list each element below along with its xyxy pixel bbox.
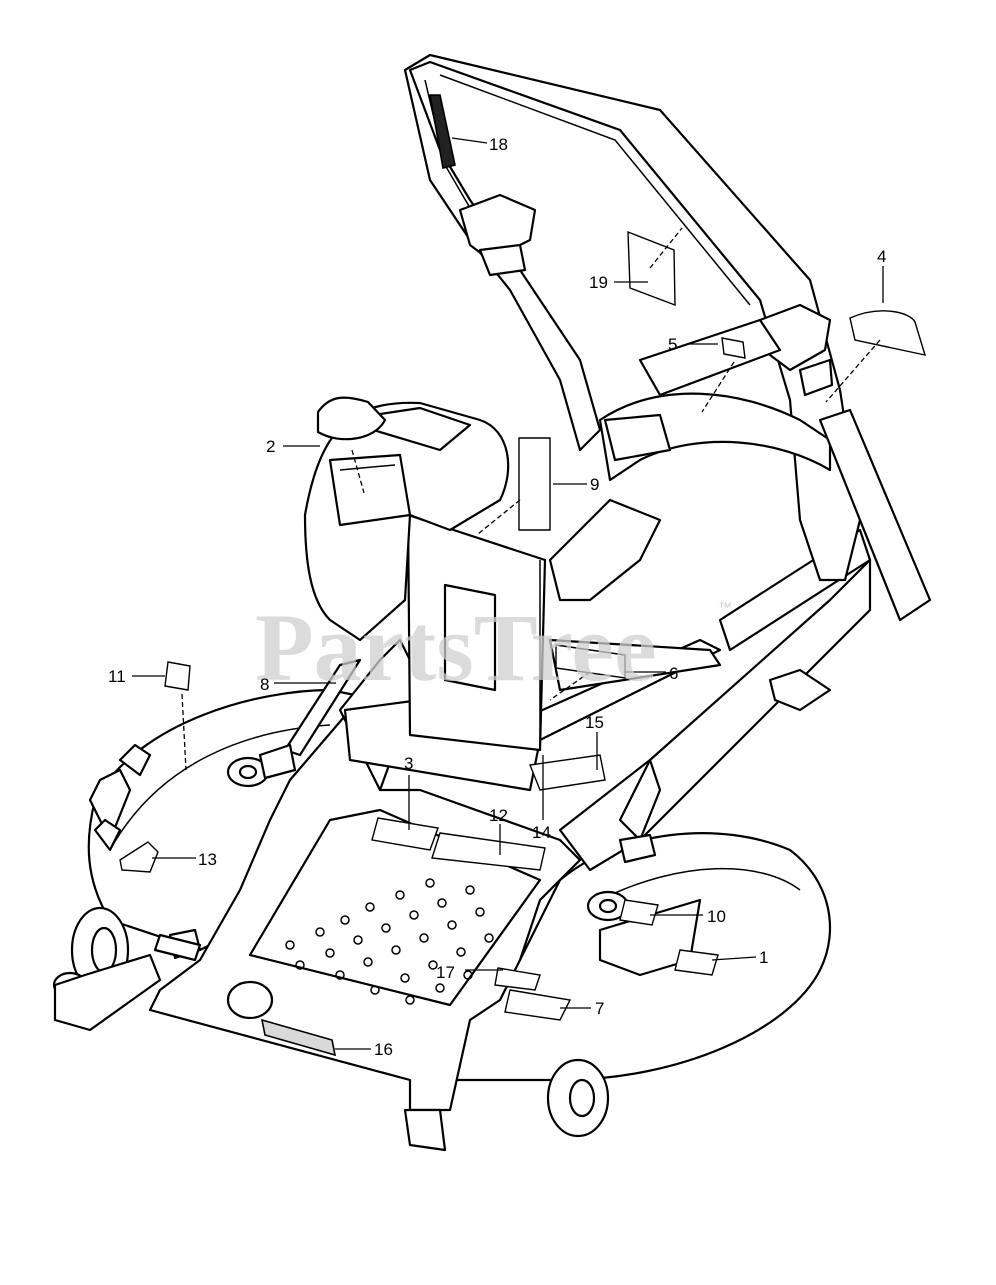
callout-17: 17 — [436, 963, 455, 982]
decals — [119, 230, 927, 1021]
decal-1 — [674, 949, 719, 976]
callout-8: 8 — [260, 675, 269, 694]
callout-16: 16 — [374, 1040, 393, 1059]
callout-14: 14 — [532, 823, 551, 842]
decal-19 — [627, 230, 676, 307]
decal-6 — [555, 644, 626, 679]
decal-7 — [504, 989, 572, 1021]
callout-2: 2 — [266, 437, 275, 456]
footrest-pattern — [285, 878, 494, 1005]
decal-10 — [619, 899, 659, 926]
decal-3 — [371, 817, 439, 851]
decal-5 — [721, 337, 746, 359]
callout-19: 19 — [589, 273, 608, 292]
decal-17 — [494, 967, 541, 991]
callout-18: 18 — [489, 135, 508, 154]
watermark-trademark: ™ — [718, 599, 732, 615]
callout-13: 13 — [198, 850, 217, 869]
watermark: PartsTree ™ — [255, 594, 732, 701]
logo-decal — [226, 980, 337, 1057]
callout-5: 5 — [668, 335, 677, 354]
callout-labels: 18 19 4 5 2 9 6 11 8 13 3 12 14 15 10 1 … — [108, 135, 886, 1059]
callout-1: 1 — [759, 948, 768, 967]
lever-part — [258, 658, 362, 780]
callout-6: 6 — [669, 664, 678, 683]
decal-11 — [164, 661, 191, 691]
leader-lines — [132, 137, 884, 1050]
decal-4 — [849, 310, 927, 356]
deck-wheels — [52, 906, 610, 1138]
roll-bar — [403, 53, 932, 622]
decal-15 — [529, 754, 606, 791]
callout-15: 15 — [585, 713, 604, 732]
front-grip — [153, 933, 202, 962]
callout-7: 7 — [595, 999, 604, 1018]
callout-3: 3 — [404, 754, 413, 773]
decal-12 — [431, 832, 546, 871]
callout-10: 10 — [707, 907, 726, 926]
callout-11: 11 — [108, 667, 126, 686]
decal-9 — [518, 437, 551, 531]
deck-posts — [88, 743, 152, 852]
callout-9: 9 — [590, 475, 599, 494]
mower-deck — [87, 688, 832, 1082]
callout-4: 4 — [877, 247, 886, 266]
decal-13 — [119, 841, 159, 873]
callout-12: 12 — [489, 806, 508, 825]
watermark-text: PartsTree — [255, 594, 657, 701]
